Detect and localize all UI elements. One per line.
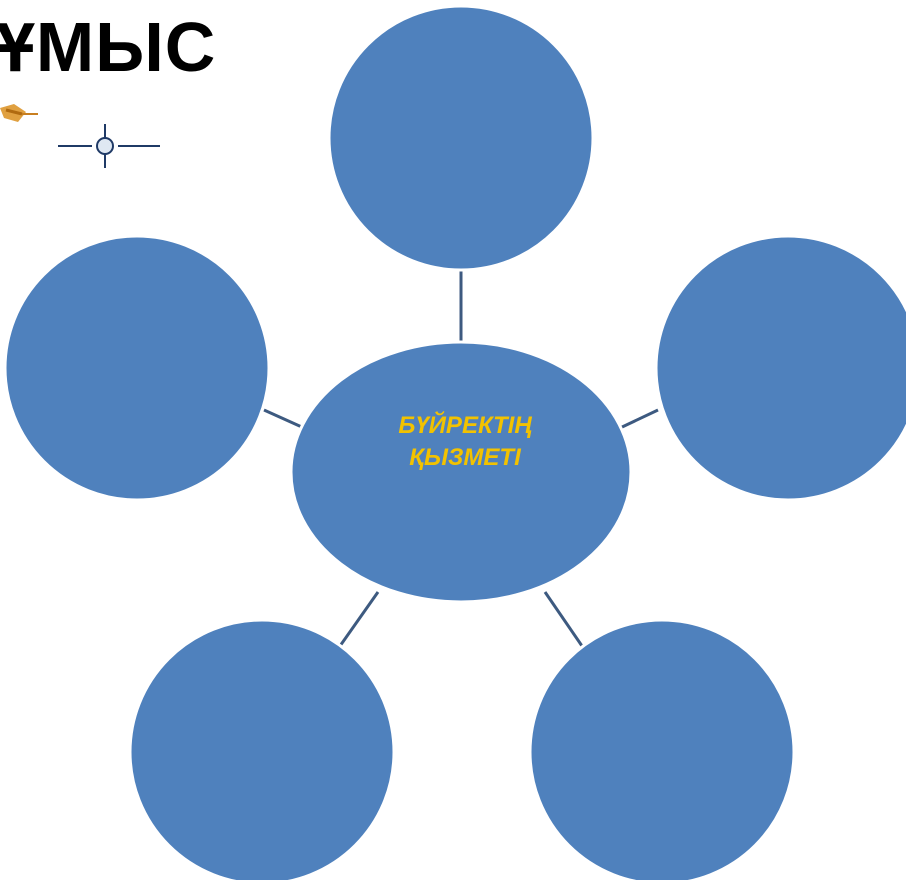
- crosshair-ornament-icon: [58, 124, 160, 168]
- node-right: [654, 234, 906, 502]
- connectors: [263, 270, 659, 647]
- node-bottom-left: [128, 618, 396, 880]
- slide-title: ҰМЫС: [0, 8, 217, 86]
- node-top: [327, 4, 595, 272]
- connector-bottom-right: [543, 591, 584, 647]
- connector-right: [619, 408, 659, 430]
- node-center: [289, 340, 633, 604]
- arrow-ornament-icon: [0, 104, 38, 122]
- node-left: [3, 234, 271, 502]
- center-label-line-1: БҮЙРЕКТІҢ: [398, 412, 532, 439]
- center-node-label: БҮЙРЕКТІҢ ҚЫЗМЕТІ: [300, 410, 630, 474]
- node-bottom-right: [528, 618, 796, 880]
- connector-bottom-left: [338, 591, 380, 647]
- connector-left: [263, 408, 305, 430]
- center-label-line-2: ҚЫЗМЕТІ: [409, 444, 521, 471]
